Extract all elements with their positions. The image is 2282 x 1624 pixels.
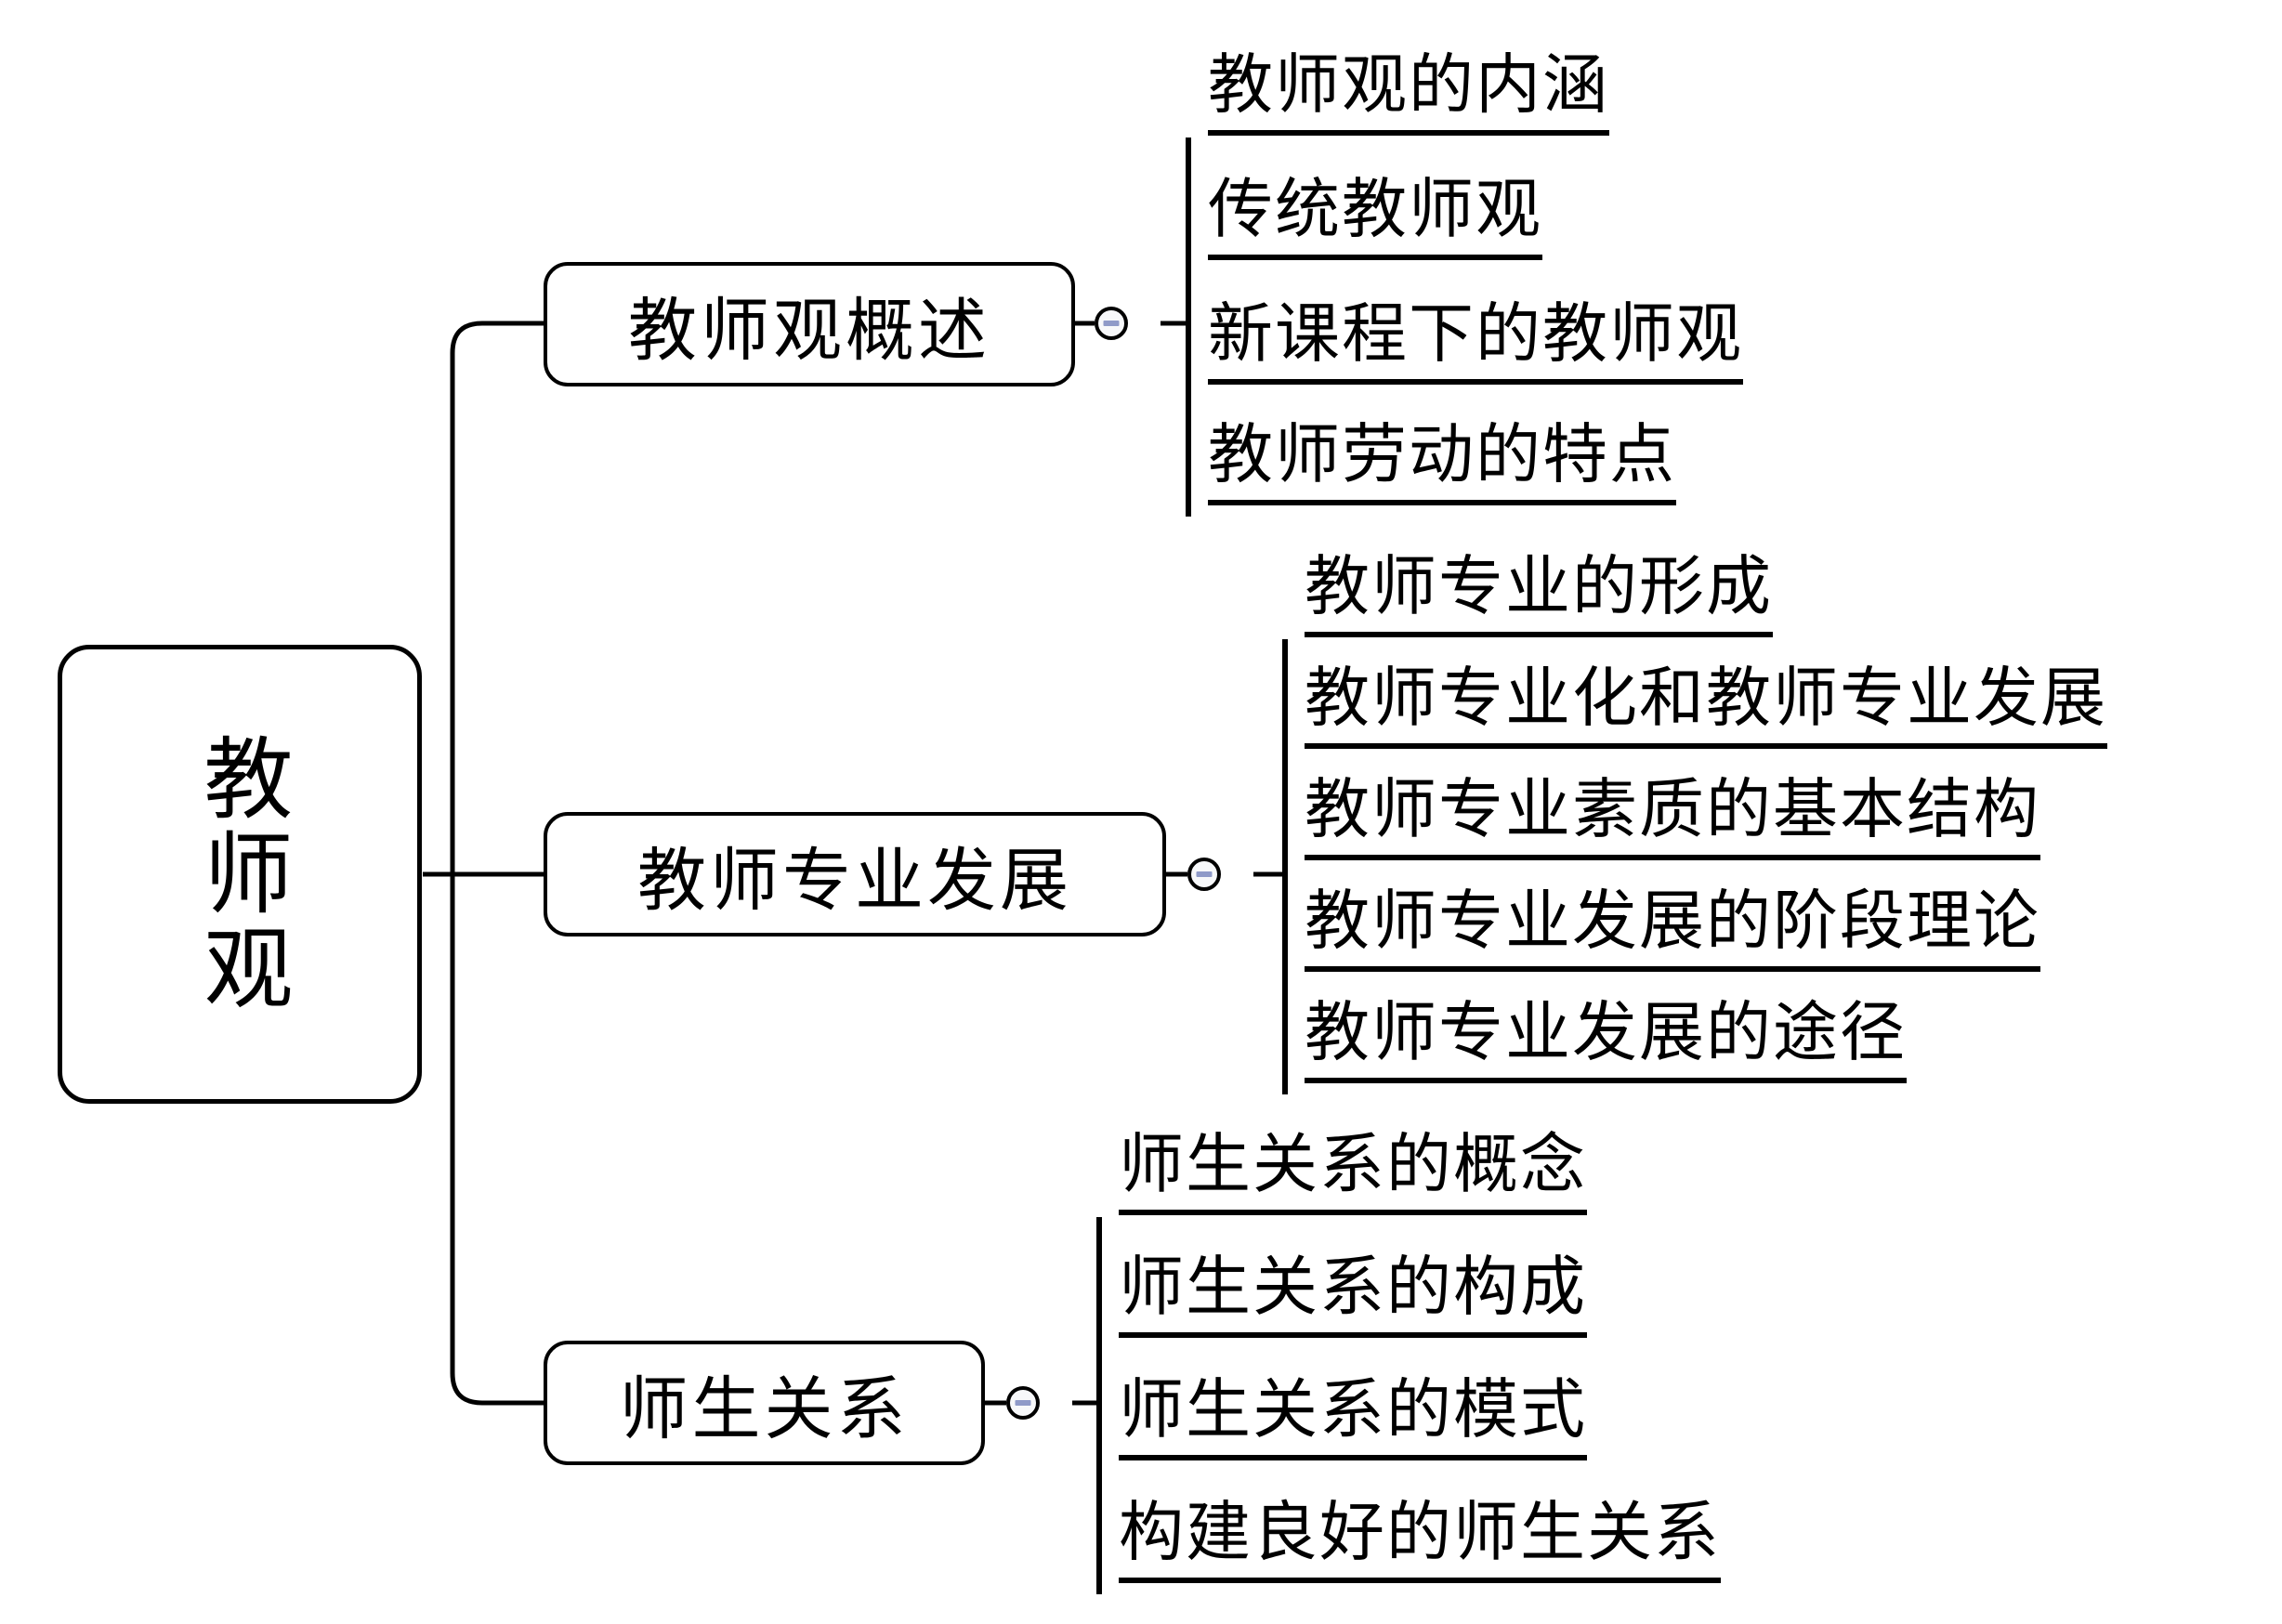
branch-node-teacher-student-relationship[interactable]: 师生关系 [544,1341,985,1465]
leaf-item[interactable]: 教师专业的形成 [1305,556,1773,637]
leaf-label: 师生关系的构成 [1119,1252,1587,1324]
branch-1-spine [1186,138,1191,517]
leaf-item[interactable]: 师生关系的模式 [1119,1379,1587,1460]
branch-node-label: 教师观概述 [628,293,990,370]
branch-2-spine [1282,639,1288,1094]
leaf-item[interactable]: 教师专业化和教师专业发展 [1305,667,2107,749]
collapse-minus-icon-branch-1[interactable] [1095,307,1128,340]
leaf-label: 新课程下的教师观 [1208,299,1743,371]
leaf-label: 教师专业的形成 [1305,552,1773,623]
root-node-label: 教师观 [190,732,290,1016]
leaf-item[interactable]: 教师专业素质的基本结构 [1305,779,2040,860]
collapse-minus-icon-branch-2[interactable] [1187,858,1221,891]
root-node[interactable]: 教师观 [58,645,422,1104]
wire-to-branch-3 [450,874,544,1406]
leaf-item[interactable]: 新课程下的教师观 [1208,303,1743,385]
leaf-label: 教师劳动的特点 [1208,420,1676,491]
wire-to-branch-1 [450,321,544,874]
branch-node-label: 教师专业发展 [637,843,1072,920]
collapse-minus-icon-branch-3[interactable] [1006,1386,1040,1420]
leaf-label: 教师专业素质的基本结构 [1305,775,2040,846]
leaf-label: 教师专业发展的途径 [1305,998,1907,1069]
leaf-label: 教师观的内涵 [1208,50,1609,122]
leaf-label: 构建良好的师生关系 [1119,1498,1721,1569]
leaf-item[interactable]: 教师专业发展的阶段理论 [1305,890,2040,972]
leaf-item[interactable]: 构建良好的师生关系 [1119,1501,1721,1583]
branch-3-spine [1096,1217,1102,1594]
leaf-label: 师生关系的概念 [1119,1130,1587,1201]
leaf-label: 传统教师观 [1208,175,1542,246]
leaf-item[interactable]: 教师劳动的特点 [1208,424,1676,505]
leaf-item[interactable]: 师生关系的概念 [1119,1133,1587,1215]
branch-node-professional-development[interactable]: 教师专业发展 [544,812,1166,936]
leaf-item[interactable]: 教师观的内涵 [1208,54,1609,136]
leaf-label: 教师专业发展的阶段理论 [1305,886,2040,958]
leaf-label: 教师专业化和教师专业发展 [1305,663,2107,735]
leaf-label: 师生关系的模式 [1119,1375,1587,1447]
leaf-item[interactable]: 师生关系的构成 [1119,1256,1587,1338]
leaf-item[interactable]: 教师专业发展的途径 [1305,1002,1907,1083]
branch-node-overview[interactable]: 教师观概述 [544,262,1075,386]
branch-node-label: 师生关系 [619,1371,910,1448]
leaf-item[interactable]: 传统教师观 [1208,178,1542,260]
